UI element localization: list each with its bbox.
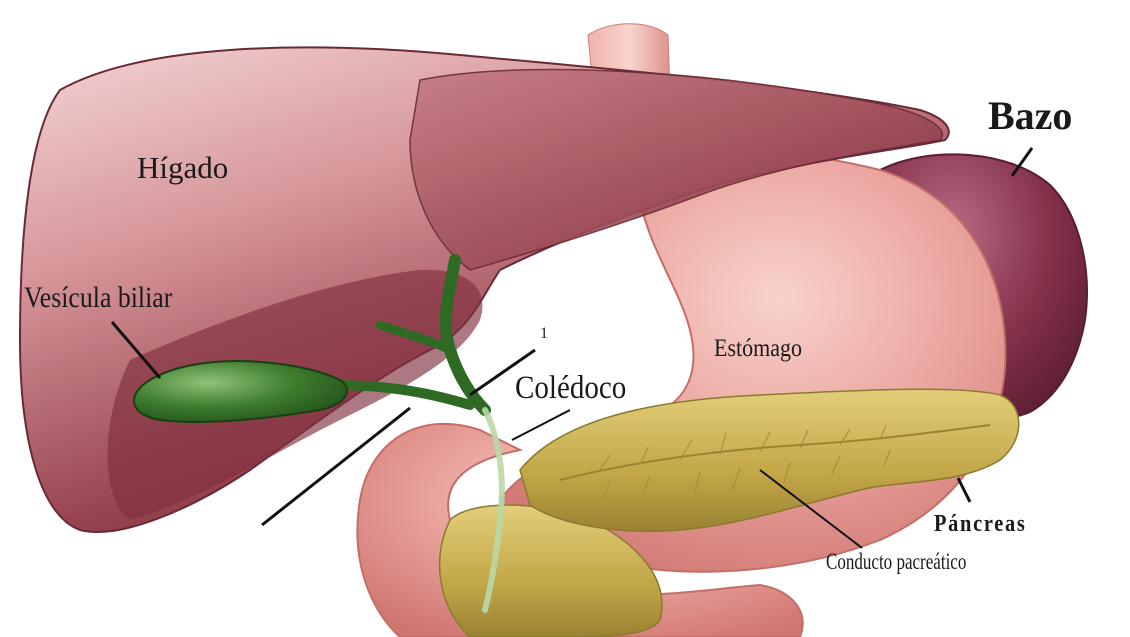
label-estomago: Estómago [714, 336, 802, 361]
label-coledoco: Colédoco [515, 372, 626, 405]
label-pancreas: Páncreas [934, 512, 1027, 536]
coledoco-pointer-line [512, 410, 570, 440]
label-vesicula-biliar: Vesícula biliar [24, 283, 172, 313]
label-higado: Hígado [137, 152, 228, 183]
pancreas-leader-line [958, 478, 970, 502]
marker-number: 1 [540, 325, 548, 342]
label-bazo: Bazo [988, 96, 1072, 136]
pancreas-body-shape [520, 389, 1019, 531]
label-conducto-pancreatico: Conducto pacreático [826, 550, 966, 573]
